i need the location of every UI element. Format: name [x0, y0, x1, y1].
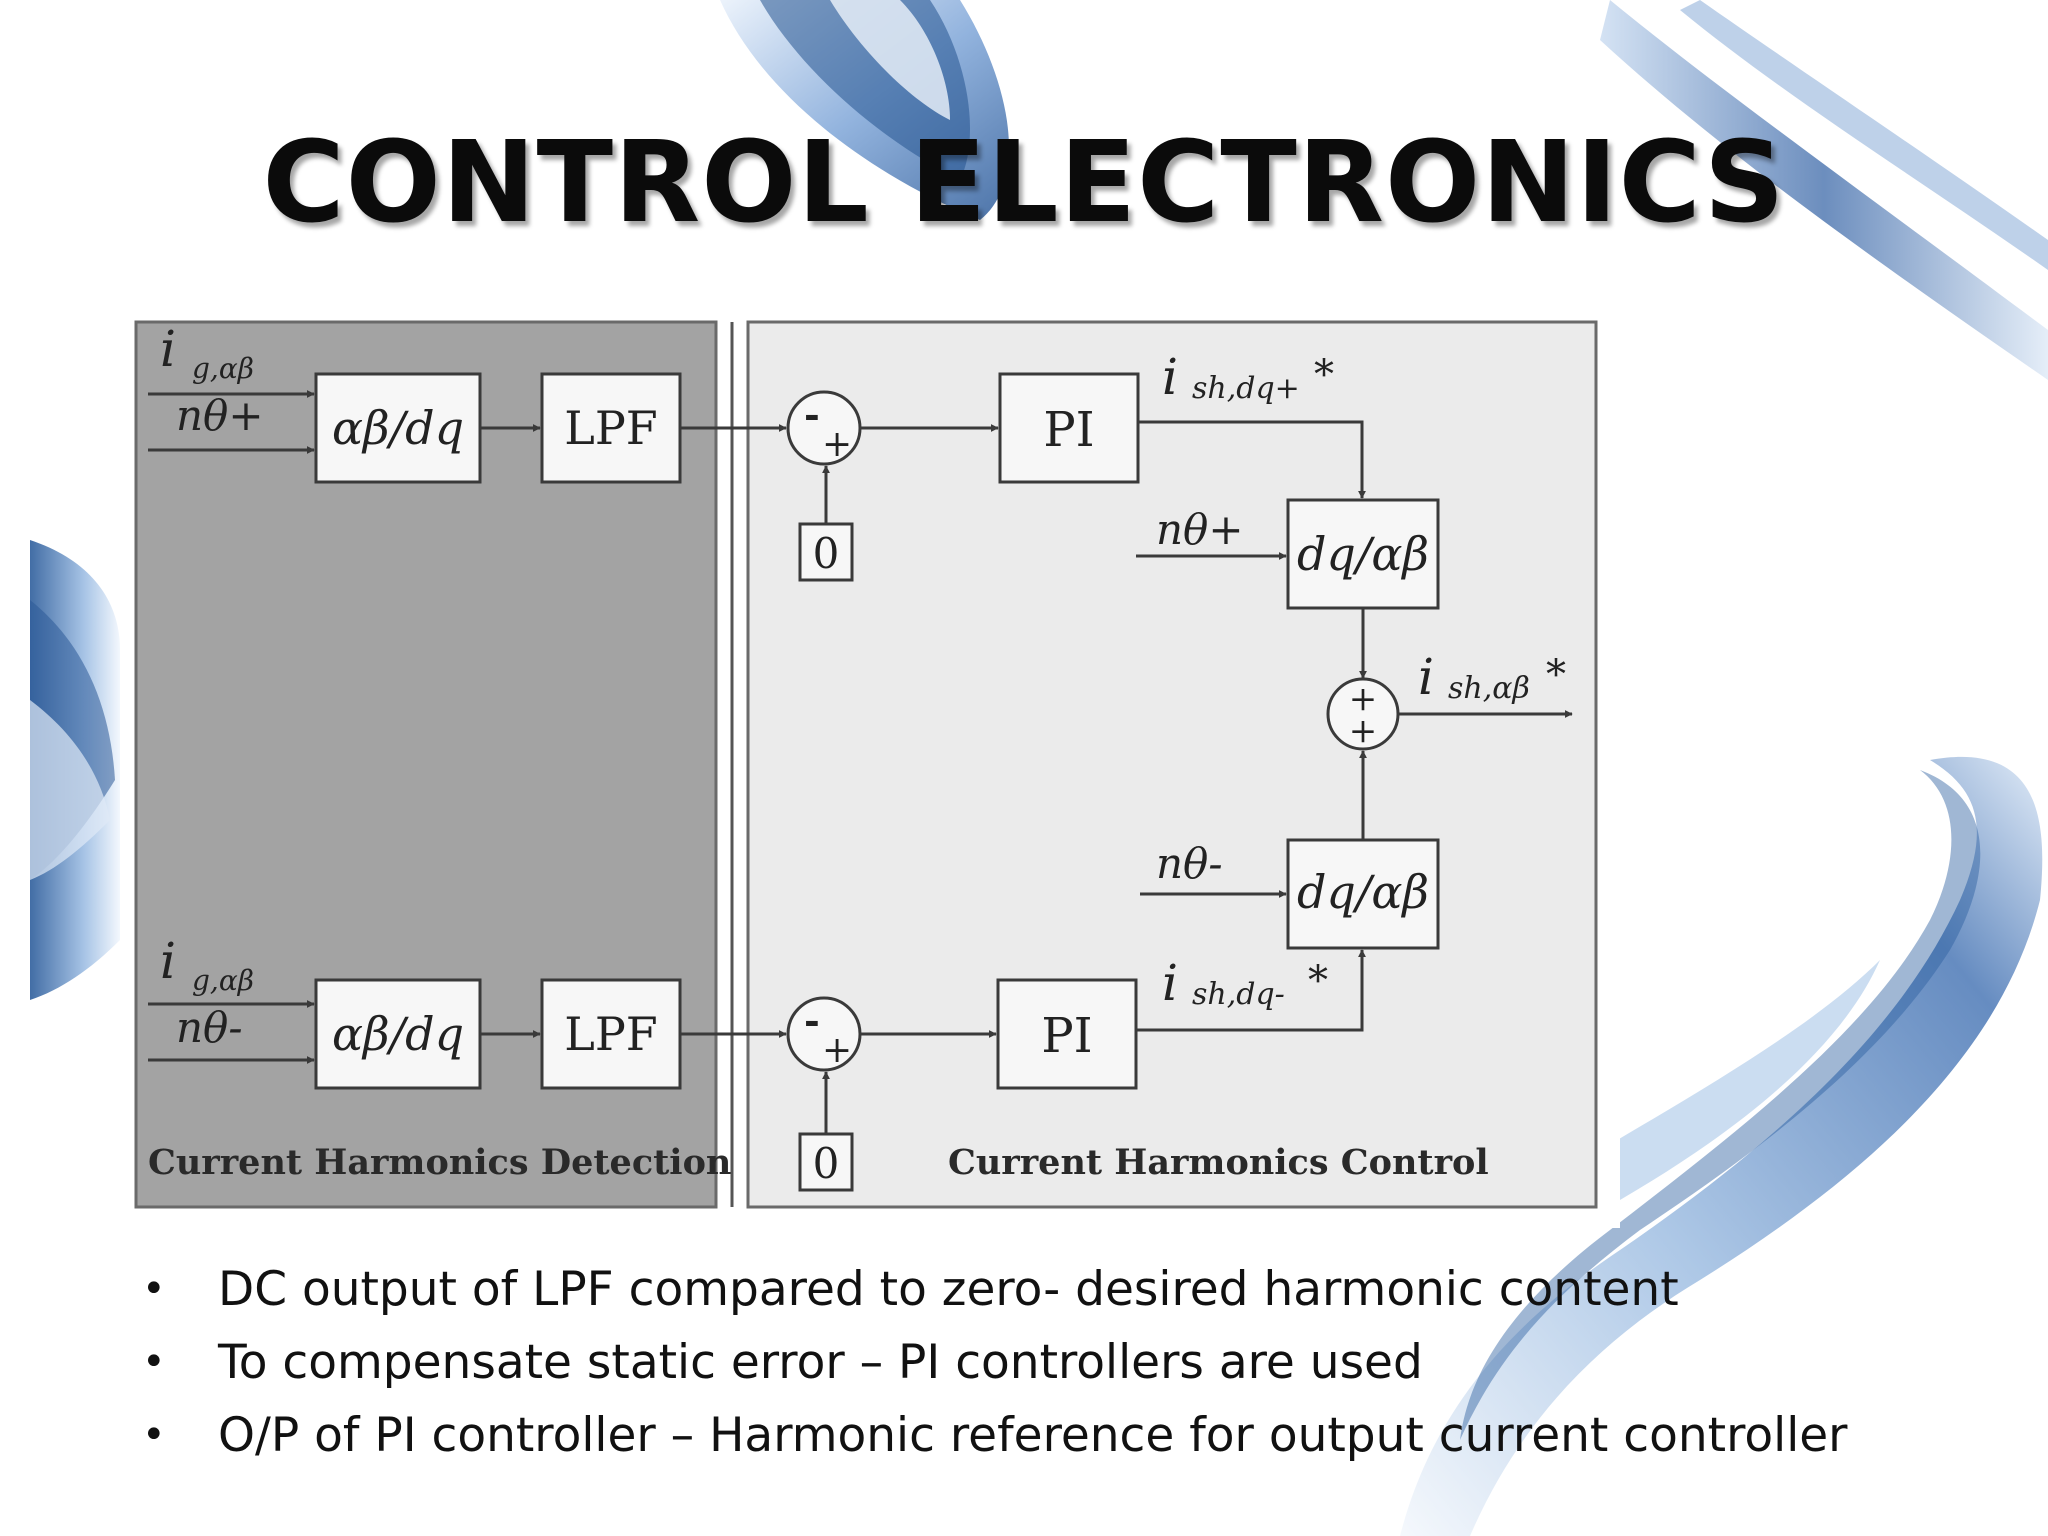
zero-ref-label-top: 0 — [813, 529, 840, 578]
theta-pos-inverse-label: nθ+ — [1156, 505, 1244, 554]
pi-controller-label-top: PI — [1043, 402, 1094, 458]
inverse-park-block-top — [1286, 498, 1440, 610]
detection-section-caption: Current Harmonics Detection — [148, 1142, 731, 1183]
svg-text:*: * — [1546, 652, 1566, 698]
pi-to-inverse-park-top-line — [1138, 420, 1366, 499]
svg-text:i: i — [1162, 954, 1178, 1012]
inverse-park-label-top: dq/αβ — [1297, 527, 1429, 581]
bullet-list: • DC output of LPF compared to zero- des… — [142, 1253, 2002, 1472]
theta-pos-top-label: nθ+ — [176, 391, 264, 440]
svg-text:*: * — [1308, 958, 1328, 1004]
input-current-bottom-label: i g,αβ — [160, 932, 254, 997]
control-block-diagram: i g,αβ nθ+ αβ/dq LPF - + 0 PI i sh,dq — [120, 304, 1620, 1228]
park-transform-block-top — [314, 372, 482, 484]
park-transform-label-top: αβ/dq — [332, 401, 464, 455]
svg-text:i: i — [160, 320, 176, 378]
pi-controller-block-top — [998, 372, 1140, 484]
pi-to-inverse-park-bottom-line — [1136, 949, 1366, 1032]
bullet-item: • DC output of LPF compared to zero- des… — [142, 1253, 2002, 1326]
control-section-caption: Current Harmonics Control — [948, 1142, 1489, 1183]
inverse-park-block-bottom — [1286, 838, 1440, 950]
output-ref-label: i sh,αβ * — [1418, 648, 1566, 706]
bullet-marker: • — [142, 1266, 166, 1312]
zero-ref-label-bottom: 0 — [813, 1139, 840, 1188]
svg-text:sh,dq-: sh,dq- — [1192, 977, 1285, 1012]
block-diagram-svg: i g,αβ nθ+ αβ/dq LPF - + 0 PI i sh,dq — [134, 320, 1598, 1209]
park-transform-block-bottom — [314, 978, 482, 1090]
ref-neg-label: i sh,dq- * — [1162, 954, 1328, 1012]
zero-ref-block-bottom — [798, 1132, 854, 1192]
input-current-top-label: i g,αβ — [160, 320, 254, 385]
svg-text:i: i — [1162, 348, 1178, 406]
svg-text:i: i — [160, 932, 176, 990]
inverse-park-label-bottom: dq/αβ — [1297, 865, 1429, 919]
slide-title: CONTROL ELECTRONICS — [262, 118, 1786, 248]
lpf-label-top: LPF — [564, 401, 657, 455]
svg-text:*: * — [1314, 352, 1334, 398]
bullet-text: O/P of PI controller – Harmonic referenc… — [218, 1408, 1848, 1463]
svg-text:i: i — [1418, 648, 1434, 706]
pi-controller-block-bottom — [996, 978, 1138, 1090]
theta-neg-bottom-label: nθ- — [176, 1003, 243, 1052]
lpf-label-bottom: LPF — [564, 1007, 657, 1061]
minus-sign-bottom: - — [804, 998, 820, 1043]
minus-sign-top: - — [804, 392, 820, 437]
svg-text:sh,αβ: sh,αβ — [1448, 671, 1530, 706]
svg-text:g,αβ: g,αβ — [192, 352, 254, 385]
control-section — [746, 320, 1598, 1209]
bullet-marker: • — [142, 1339, 166, 1385]
bullet-item: • O/P of PI controller – Harmonic refere… — [142, 1399, 2002, 1472]
bullet-text: DC output of LPF compared to zero- desir… — [218, 1262, 1679, 1317]
bullet-text: To compensate static error – PI controll… — [218, 1335, 1423, 1390]
ref-pos-label: i sh,dq+ * — [1162, 348, 1334, 406]
lpf-block-bottom — [540, 978, 682, 1090]
pi-controller-label-bottom: PI — [1041, 1008, 1092, 1064]
plus-sign-top: + — [822, 424, 852, 465]
svg-text:g,αβ: g,αβ — [192, 964, 254, 997]
svg-text:sh,dq+: sh,dq+ — [1192, 371, 1300, 406]
park-transform-label-bottom: αβ/dq — [332, 1007, 464, 1061]
plus-sign-bottom: + — [822, 1030, 852, 1071]
bullet-marker: • — [142, 1412, 166, 1458]
bullet-item: • To compensate static error – PI contro… — [142, 1326, 2002, 1399]
plus-sign-output-bottom: + — [1349, 711, 1378, 751]
plus-sign-output-top: + — [1349, 679, 1378, 719]
theta-neg-inverse-label: nθ- — [1156, 839, 1223, 888]
